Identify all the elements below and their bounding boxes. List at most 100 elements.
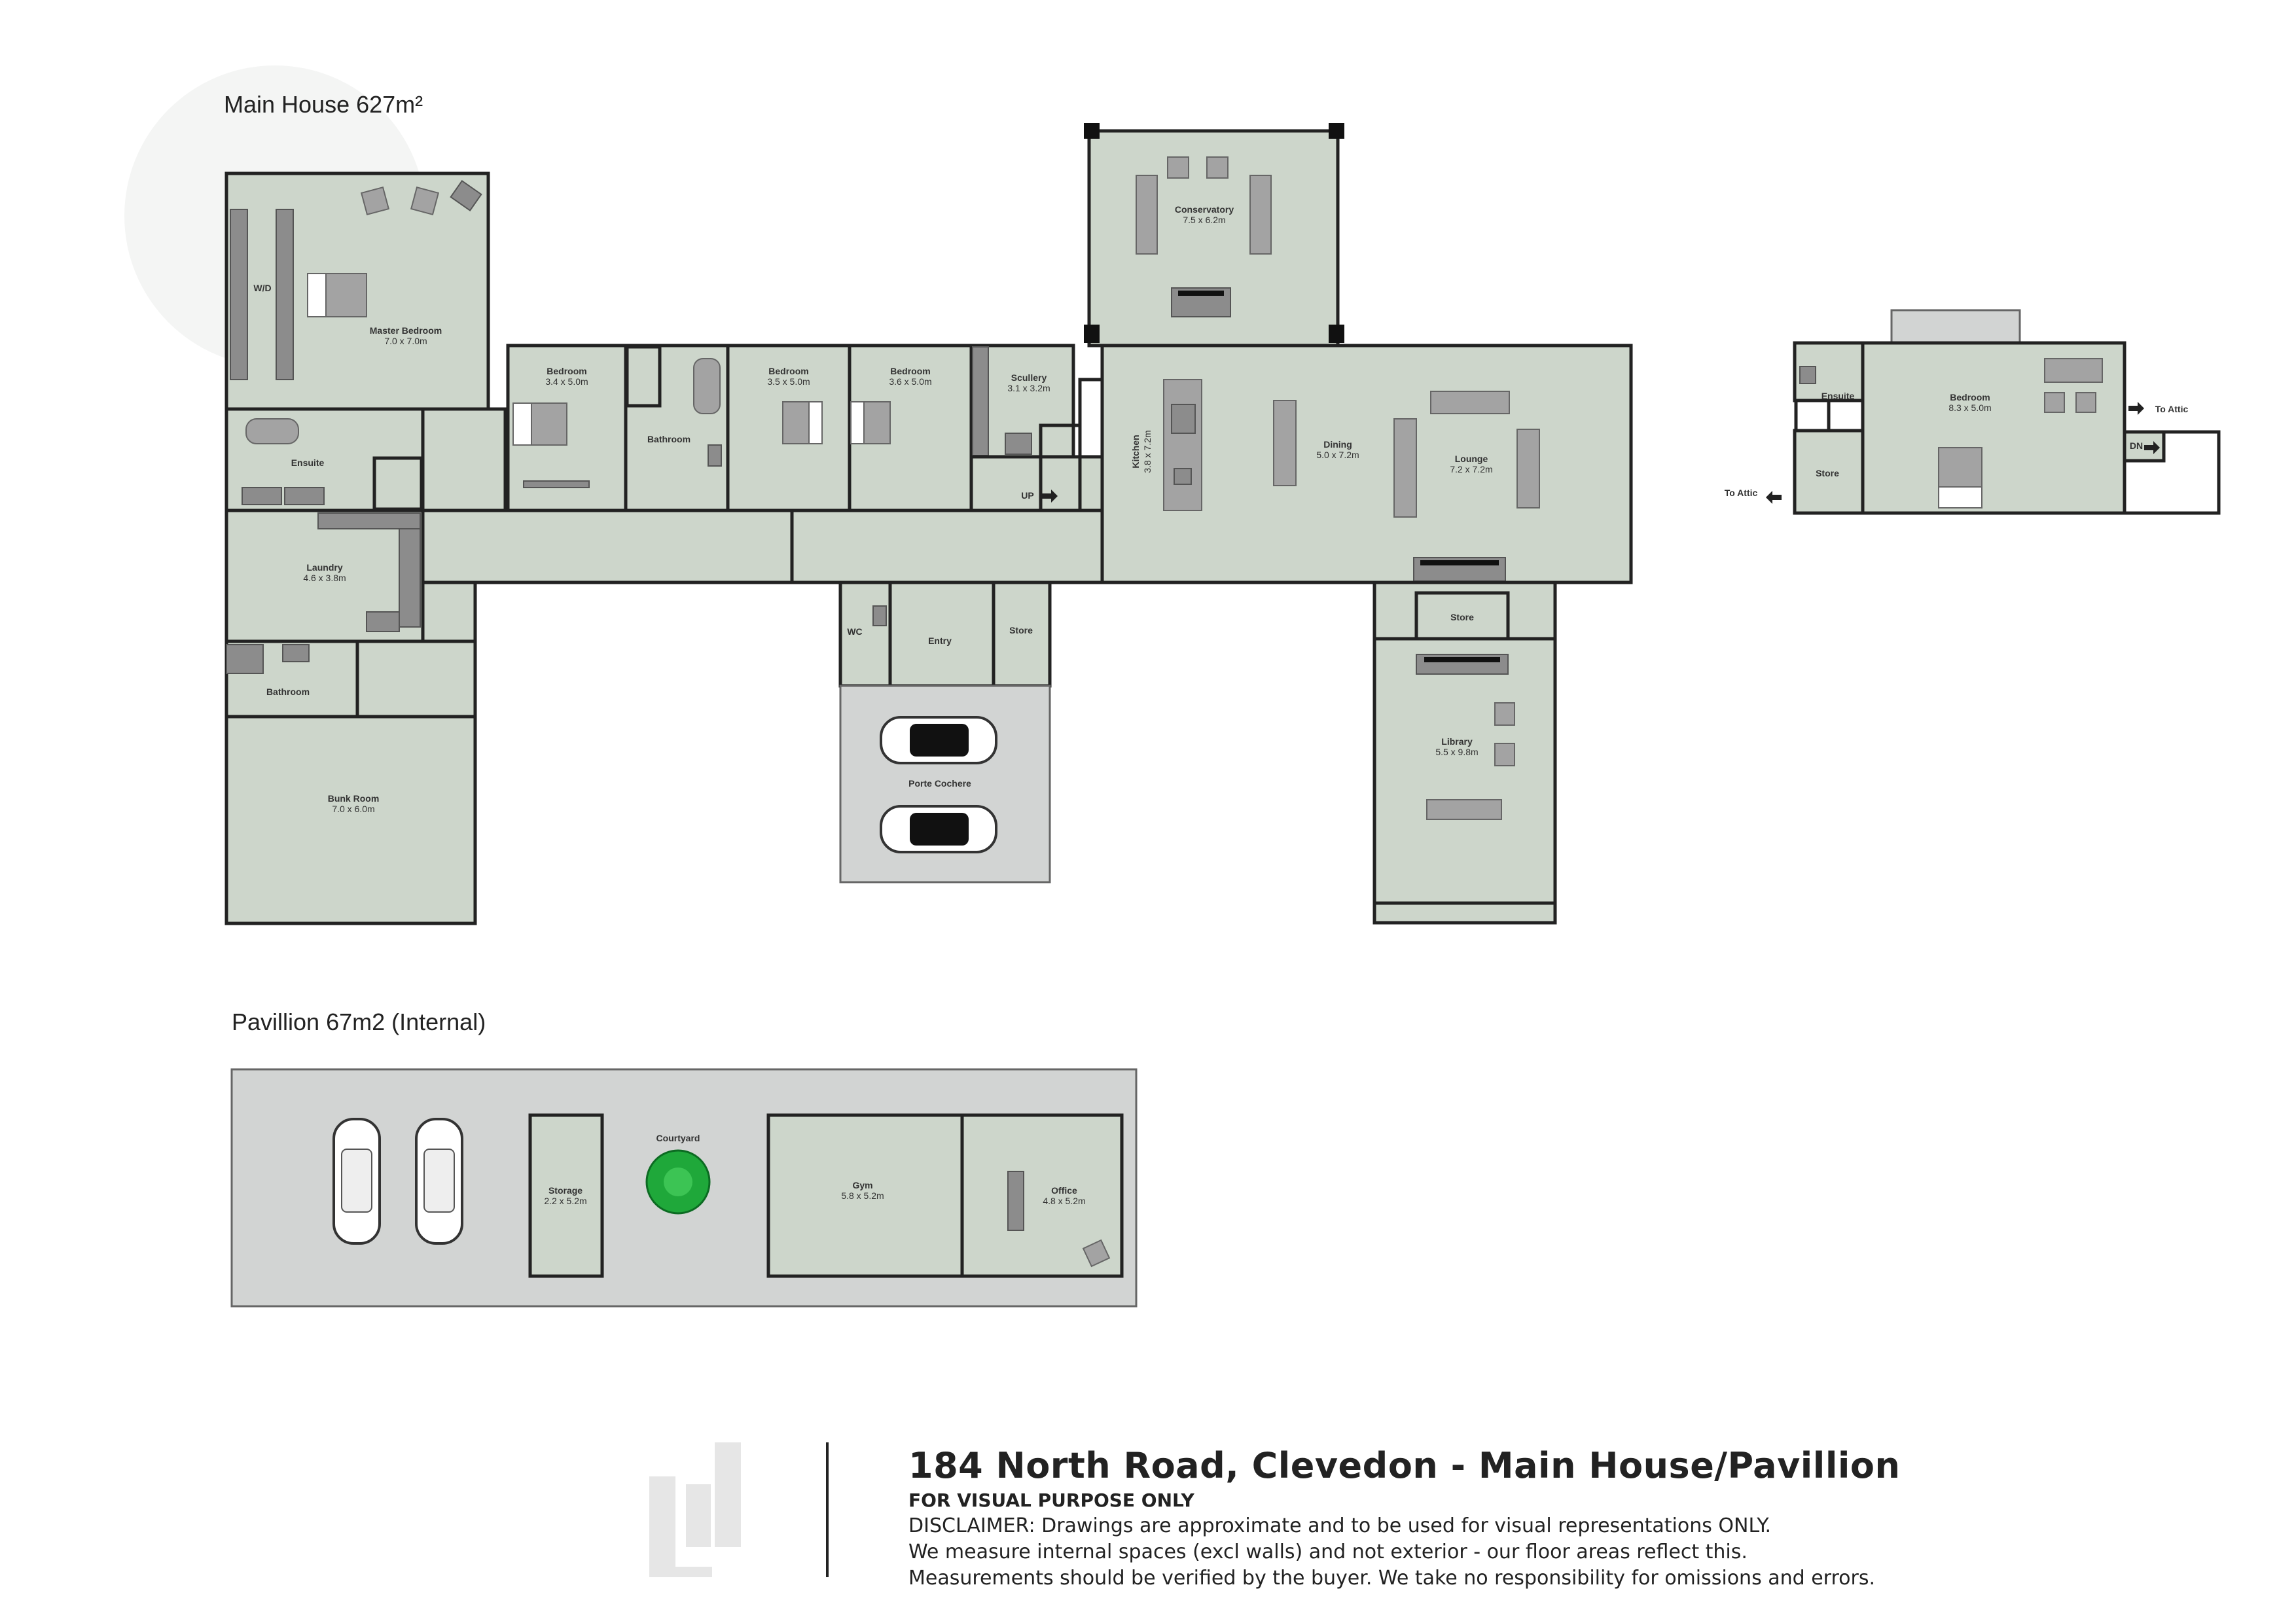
bathroom-side: [355, 639, 477, 719]
room-label: Laundry: [306, 562, 342, 573]
room-dims: 7.0 x 6.0m: [332, 804, 374, 814]
sofa: [2044, 358, 2103, 383]
master-bed-pillow: [307, 273, 327, 317]
library-bottom: [1372, 901, 1557, 925]
library-room: [1372, 637, 1557, 919]
vanity: [284, 487, 325, 505]
room-dims: 5.0 x 7.2m: [1316, 450, 1359, 460]
to-attic-arrow-icon: [1766, 491, 1782, 504]
bed-pillow: [808, 401, 823, 444]
cooktop: [1171, 404, 1196, 434]
disclaimer-line: DISCLAIMER: Drawings are approximate and…: [908, 1514, 1771, 1537]
room-label: Bedroom: [547, 366, 586, 376]
armchair: [1082, 1239, 1111, 1268]
room-dims: 4.8 x 5.2m: [1043, 1196, 1085, 1206]
room-label: Bunk Room: [328, 793, 380, 804]
company-logo-icon: [649, 1442, 741, 1577]
room-label: Ensuite: [291, 457, 325, 468]
hallway-stub: [421, 580, 477, 643]
to-attic-label: To Attic: [1725, 488, 1758, 498]
sofa: [1430, 391, 1510, 414]
room-label: Bedroom: [768, 366, 808, 376]
attic-staircase: [2123, 430, 2221, 515]
room-label: Lounge: [1455, 454, 1488, 464]
room-dims: 5.8 x 5.2m: [841, 1190, 884, 1201]
room-label: WC: [847, 626, 862, 637]
car-roof: [910, 813, 969, 846]
room-label: Bathroom: [647, 434, 691, 444]
room-dims: 3.6 x 5.0m: [889, 376, 931, 387]
sofa: [1249, 175, 1272, 255]
desk: [1007, 1171, 1024, 1231]
shower: [226, 644, 264, 674]
laundry-bench: [366, 611, 400, 632]
room-label: Bedroom: [890, 366, 930, 376]
balcony: [1890, 309, 2021, 344]
armchair: [1494, 743, 1515, 766]
shower: [1794, 399, 1831, 433]
room-label: Store: [1009, 625, 1033, 635]
disclaimer-line: We measure internal spaces (excl walls) …: [908, 1541, 1748, 1563]
fireplace-grate: [1420, 560, 1499, 565]
room-label: Courtyard: [656, 1133, 700, 1143]
room-label: Entry: [928, 635, 952, 646]
address-title: 184 North Road, Clevedon - Main House/Pa…: [908, 1445, 1901, 1486]
bed-pillow: [512, 402, 532, 446]
room-label: Storage: [548, 1185, 583, 1196]
fireplace-grate: [1424, 657, 1500, 662]
armchair: [1494, 702, 1515, 726]
vanity: [242, 487, 282, 505]
room-label: Kitchen: [1130, 435, 1141, 468]
armchair: [360, 186, 390, 216]
car-roof: [341, 1149, 372, 1213]
disclaimer-line: Measurements should be verified by the b…: [908, 1567, 1876, 1590]
sofa: [1516, 429, 1540, 508]
gym-room: [766, 1113, 964, 1278]
room-dims: 7.5 x 6.2m: [1183, 215, 1225, 225]
room-dims: 8.3 x 5.0m: [1948, 402, 1991, 413]
room-label: Porte Cochere: [908, 778, 971, 789]
armchair: [2044, 392, 2065, 413]
armchair: [1206, 156, 1229, 179]
footer-divider: [826, 1442, 829, 1577]
room-dims: 4.6 x 3.8m: [303, 573, 346, 583]
dining-table: [1273, 400, 1297, 486]
room-dims: 3.1 x 3.2m: [1007, 383, 1050, 393]
room-dims: 3.8 x 7.2m: [1142, 430, 1153, 473]
room-dims: 5.5 x 9.8m: [1435, 747, 1478, 757]
bed-pillow: [1938, 486, 1982, 508]
bench: [972, 346, 989, 456]
vanity: [1799, 366, 1816, 384]
pillar: [1329, 123, 1344, 139]
laundry-bench: [317, 512, 421, 529]
room-label: Bathroom: [266, 687, 310, 697]
fireplace-grate: [1178, 291, 1224, 296]
room-label: Ensuite: [1821, 391, 1855, 401]
vanity: [282, 644, 310, 662]
room-label: Conservatory: [1175, 204, 1234, 215]
vanity: [708, 444, 722, 467]
up-label: UP: [1021, 490, 1033, 501]
disclaimer: DISCLAIMER: Drawings are approximate and…: [908, 1513, 1875, 1592]
pavilion-heading: Pavillion 67m2 (Internal): [232, 1008, 486, 1035]
room-dims: 7.2 x 7.2m: [1450, 464, 1492, 474]
room-label: W/D: [253, 283, 271, 293]
room-label: Dining: [1323, 439, 1352, 450]
car-roof: [910, 724, 969, 757]
room-dims: 3.4 x 5.0m: [545, 376, 588, 387]
bed-pillow: [850, 401, 865, 444]
pillar: [1329, 325, 1344, 343]
room-label: Store: [1816, 468, 1839, 478]
room-dims: 2.2 x 5.2m: [544, 1196, 586, 1206]
down-arrow-icon: [2144, 441, 2160, 454]
sofa: [1393, 418, 1417, 518]
armchair: [2075, 392, 2096, 413]
shower: [625, 345, 662, 408]
room-label: Bedroom: [1950, 392, 1990, 402]
room-dims: 7.0 x 7.0m: [384, 336, 427, 346]
room-dims: 3.5 x 5.0m: [767, 376, 810, 387]
tree-icon-center: [664, 1168, 692, 1196]
room-label: Office: [1051, 1185, 1077, 1196]
cooktop: [1005, 433, 1032, 455]
